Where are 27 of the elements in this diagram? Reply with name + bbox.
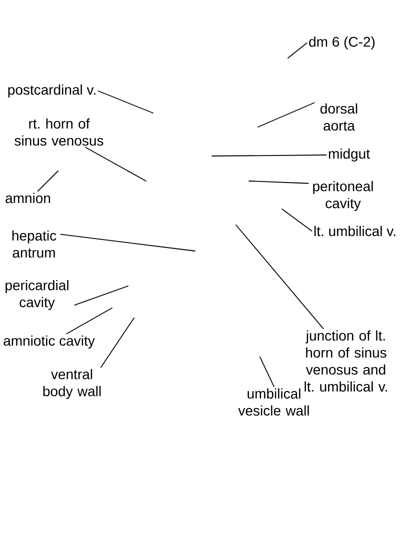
leader-line bbox=[212, 154, 327, 156]
leader-line bbox=[248, 180, 309, 184]
anatomy-label: lt. umbilical v. bbox=[314, 226, 396, 236]
leader-line bbox=[60, 234, 196, 252]
anatomy-label: peritoneal cavity bbox=[313, 180, 373, 212]
leader-line bbox=[236, 224, 324, 330]
anatomy-label: junction of lt. horn of sinus venosus and lt. umbilical v. bbox=[304, 330, 387, 392]
anatomy-label: midgut bbox=[328, 148, 370, 162]
anatomy-label: hepatic antrum bbox=[12, 230, 56, 258]
leader-line bbox=[282, 208, 312, 232]
leader-line bbox=[288, 42, 308, 58]
leader-line bbox=[66, 308, 112, 334]
leader-line bbox=[74, 286, 128, 306]
anatomy-label: amniotic cavity bbox=[4, 335, 95, 349]
leader-line bbox=[37, 170, 58, 192]
anatomy-label: pericardial cavity bbox=[6, 280, 68, 310]
leader-line bbox=[85, 146, 146, 182]
leader-line bbox=[100, 318, 134, 368]
leader-line bbox=[260, 356, 274, 388]
anatomy-label: rt. horn of sinus venosus bbox=[14, 118, 104, 146]
anatomy-label: dm 6 (C-2) bbox=[309, 36, 375, 50]
anatomy-label: postcardinal v. bbox=[8, 84, 96, 98]
leader-line bbox=[98, 90, 154, 114]
anatomy-label: ventral body wall bbox=[43, 368, 101, 400]
leader-line bbox=[258, 102, 315, 128]
anatomy-label: dorsal aorta bbox=[320, 103, 358, 131]
anatomy-label: amnion bbox=[6, 192, 50, 204]
